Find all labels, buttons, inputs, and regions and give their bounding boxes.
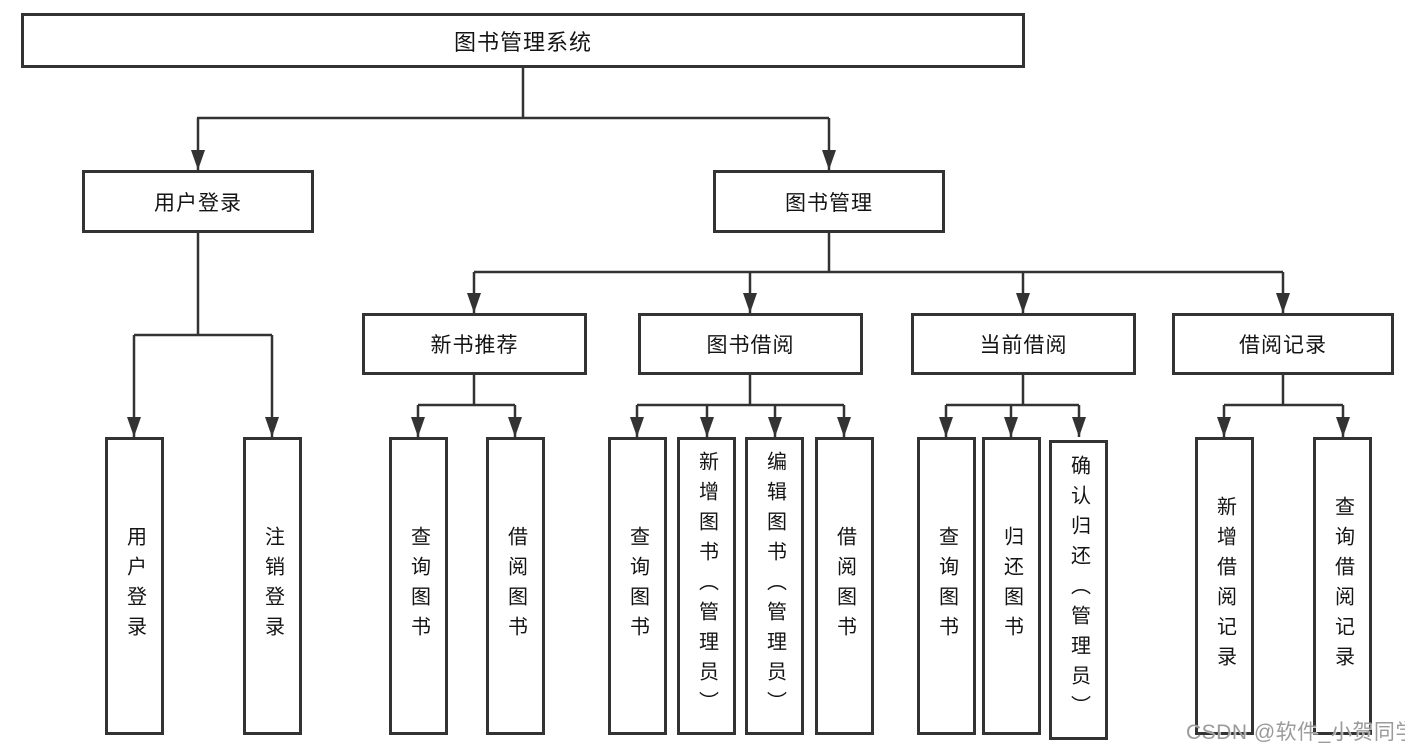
leaf-add-books-admin: 新增图书（管理员） — [677, 437, 736, 735]
leaf-query-books-1: 查询图书 — [389, 437, 448, 735]
leaf-return-books: 归还图书 — [982, 437, 1041, 735]
leaf-logout: 注销登录 — [243, 437, 302, 735]
leaf-query-borrow-record: 查询借阅记录 — [1313, 437, 1372, 735]
leaf-query-books-3: 查询图书 — [917, 437, 976, 735]
csdn-watermark: CSDN @软件_小贺同学 — [1186, 721, 1405, 744]
connector-login-branch — [134, 233, 272, 337]
leaf-user-login: 用户登录 — [105, 437, 164, 735]
connector-root-branch — [197, 66, 829, 120]
connector-mgmt-branch — [474, 233, 1283, 274]
leaf-edit-books-admin: 编辑图书（管理员） — [745, 437, 804, 735]
connector-current-branch — [946, 375, 1079, 407]
node-new-book-recommend: 新书推荐 — [362, 313, 587, 375]
node-current-borrow: 当前借阅 — [911, 313, 1136, 375]
node-book-management: 图书管理 — [713, 170, 945, 233]
leaf-confirm-return-admin: 确认归还（管理员） — [1049, 440, 1108, 740]
node-book-borrow: 图书借阅 — [638, 313, 863, 375]
connector-newbook-branch — [418, 375, 515, 407]
connector-record-branch — [1224, 375, 1343, 407]
leaf-borrow-books-2: 借阅图书 — [815, 437, 874, 735]
node-library-system: 图书管理系统 — [21, 13, 1025, 68]
node-user-login: 用户登录 — [82, 170, 314, 233]
leaf-borrow-books-1: 借阅图书 — [486, 437, 545, 735]
leaf-add-borrow-record: 新增借阅记录 — [1195, 437, 1254, 735]
leaf-query-books-2: 查询图书 — [608, 437, 667, 735]
node-borrow-record: 借阅记录 — [1172, 313, 1394, 375]
connector-borrow-branch — [637, 375, 844, 407]
